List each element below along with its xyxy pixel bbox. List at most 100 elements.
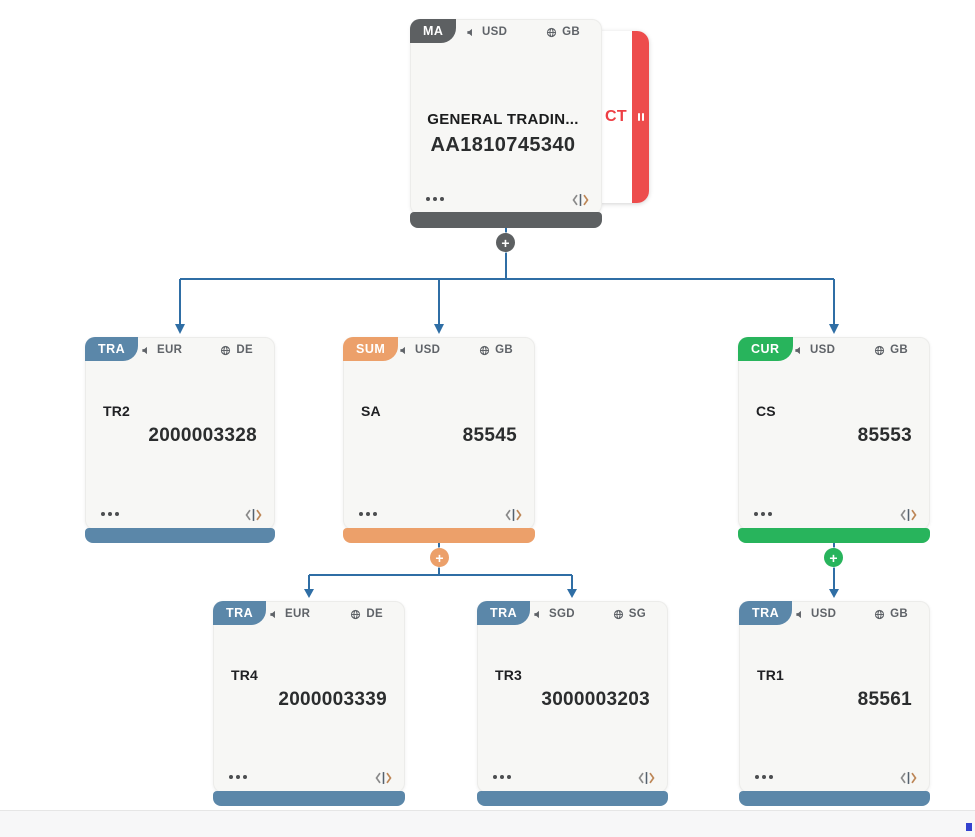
currency-label: USD <box>811 608 837 620</box>
more-options-button[interactable] <box>359 512 377 516</box>
currency-group: USD <box>795 608 836 620</box>
scroll-corner-dot <box>966 823 972 831</box>
currency-label: USD <box>482 26 508 38</box>
account-number: 2000003328 <box>148 425 257 446</box>
node-type-badge: MA <box>410 19 457 43</box>
node-type-badge: SUM <box>343 337 399 361</box>
embed-code-button[interactable] <box>245 508 262 522</box>
embed-code-button[interactable] <box>900 508 917 522</box>
account-node-tr4[interactable]: TRA EUR DE TR4 2000003339 <box>213 601 405 806</box>
card-meta-row: USD GB <box>795 608 908 620</box>
code-icon <box>900 772 917 784</box>
ct-drag-handle[interactable] <box>632 31 649 203</box>
card-status-bar <box>213 791 405 806</box>
currency-label: SGD <box>549 608 575 620</box>
embed-code-button[interactable] <box>900 771 917 785</box>
globe-icon <box>875 345 885 355</box>
coin-icon <box>270 610 275 618</box>
card-meta-row: SGD SG <box>533 608 646 620</box>
card-body <box>85 337 275 530</box>
currency-group: USD <box>399 344 440 356</box>
currency-label: USD <box>810 344 836 356</box>
arrowhead-tr3 <box>567 589 577 598</box>
add-child-button-master[interactable]: + <box>496 233 515 252</box>
card-meta-row: USD GB <box>466 26 580 38</box>
more-options-button[interactable] <box>101 512 119 516</box>
more-options-button[interactable] <box>754 512 772 516</box>
card-body <box>477 601 668 793</box>
account-node-master[interactable]: MA USD GB GENERAL TRADIN... AA1810745340 <box>410 19 602 228</box>
card-meta-row: EUR DE <box>269 608 383 620</box>
arrowhead-cur <box>829 324 839 334</box>
coin-icon <box>467 28 472 36</box>
footer-bar <box>0 810 975 837</box>
country-group: SG <box>613 608 646 620</box>
account-name: TR1 <box>757 667 785 683</box>
pause-icon <box>637 113 644 121</box>
card-status-bar <box>343 528 535 543</box>
node-type-badge: TRA <box>85 337 139 361</box>
country-label: GB <box>562 26 580 38</box>
account-number: AA1810745340 <box>430 134 576 156</box>
card-status-bar <box>85 528 275 543</box>
currency-group: USD <box>466 26 507 38</box>
code-icon <box>505 509 522 521</box>
account-number: 2000003339 <box>278 689 387 710</box>
country-group: GB <box>874 608 908 620</box>
coin-icon <box>142 346 147 354</box>
globe-icon <box>221 345 231 355</box>
card-body <box>739 601 930 793</box>
country-group: GB <box>874 344 908 356</box>
globe-icon <box>351 609 361 619</box>
account-name: GENERAL TRADIN... <box>427 111 579 128</box>
country-group: GB <box>546 26 580 38</box>
code-icon <box>375 772 392 784</box>
coin-icon <box>400 346 405 354</box>
ct-side-tab[interactable]: CT <box>599 31 649 203</box>
embed-code-button[interactable] <box>375 771 392 785</box>
node-type-badge: CUR <box>738 337 793 361</box>
country-label: GB <box>495 344 513 356</box>
currency-group: EUR <box>269 608 310 620</box>
account-node-tr2[interactable]: TRA EUR DE TR2 2000003328 <box>85 337 275 543</box>
currency-label: USD <box>415 344 441 356</box>
country-label: DE <box>236 344 253 356</box>
card-meta-row: USD GB <box>794 344 908 356</box>
account-node-sa[interactable]: SUM USD GB SA 85545 <box>343 337 535 543</box>
account-node-cs[interactable]: CUR USD GB CS 85553 <box>738 337 930 543</box>
currency-label: EUR <box>157 344 183 356</box>
card-meta-row: EUR DE <box>141 344 253 356</box>
account-node-tr1[interactable]: TRA USD GB TR1 85561 <box>739 601 930 806</box>
card-status-bar <box>410 212 602 228</box>
country-label: SG <box>628 608 646 620</box>
more-options-button[interactable] <box>493 775 511 779</box>
more-options-button[interactable] <box>426 197 444 201</box>
embed-code-button[interactable] <box>638 771 655 785</box>
node-type-badge: TRA <box>739 601 793 625</box>
add-child-button-cs[interactable]: + <box>824 548 843 567</box>
more-options-button[interactable] <box>755 775 773 779</box>
more-options-button[interactable] <box>229 775 247 779</box>
currency-label: EUR <box>285 608 311 620</box>
add-child-button-sa[interactable]: + <box>430 548 449 567</box>
code-icon <box>638 772 655 784</box>
account-node-tr3[interactable]: TRA SGD SG TR3 3000003203 <box>477 601 668 806</box>
globe-icon <box>480 345 490 355</box>
country-label: GB <box>890 608 908 620</box>
arrowhead-sum <box>434 324 444 334</box>
code-icon <box>900 509 917 521</box>
embed-code-button[interactable] <box>505 508 522 522</box>
card-body <box>738 337 930 530</box>
card-body <box>410 19 602 215</box>
globe-icon <box>875 609 885 619</box>
account-name: CS <box>756 403 776 419</box>
account-name: TR2 <box>103 403 131 419</box>
country-label: GB <box>890 344 908 356</box>
embed-code-button[interactable] <box>572 193 589 207</box>
currency-group: USD <box>794 344 835 356</box>
card-body <box>343 337 535 530</box>
ct-tab-label: CT <box>605 108 627 125</box>
account-name: TR3 <box>495 667 523 683</box>
